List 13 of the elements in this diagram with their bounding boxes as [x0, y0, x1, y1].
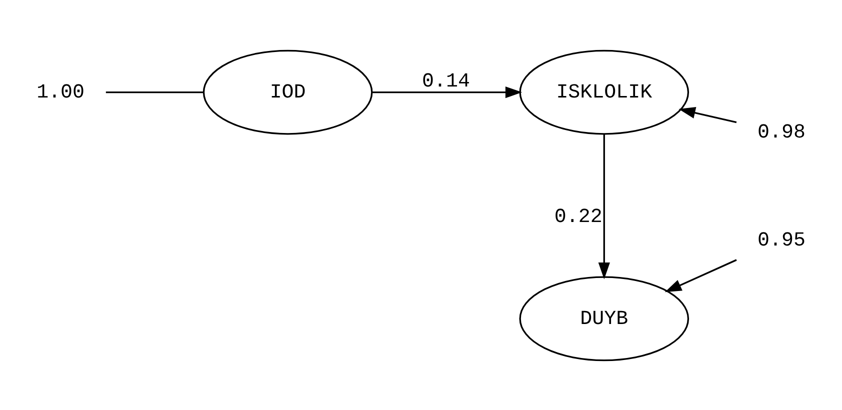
connector	[106, 90, 204, 93]
node-ellipse: ISKLOLIK	[519, 49, 690, 134]
arrow	[372, 86, 522, 98]
node-text: 0.98	[757, 120, 806, 143]
arrow	[664, 258, 737, 292]
node-ellipse: IOD	[202, 49, 373, 134]
node-text: 0.95	[757, 228, 806, 252]
node-text: 1.00	[36, 80, 85, 103]
edge-label: 0.22	[554, 204, 602, 228]
node-ellipse: DUYB	[519, 276, 690, 361]
arrow	[598, 134, 610, 279]
edge-label: 0.14	[422, 69, 470, 92]
arrow	[678, 106, 737, 123]
